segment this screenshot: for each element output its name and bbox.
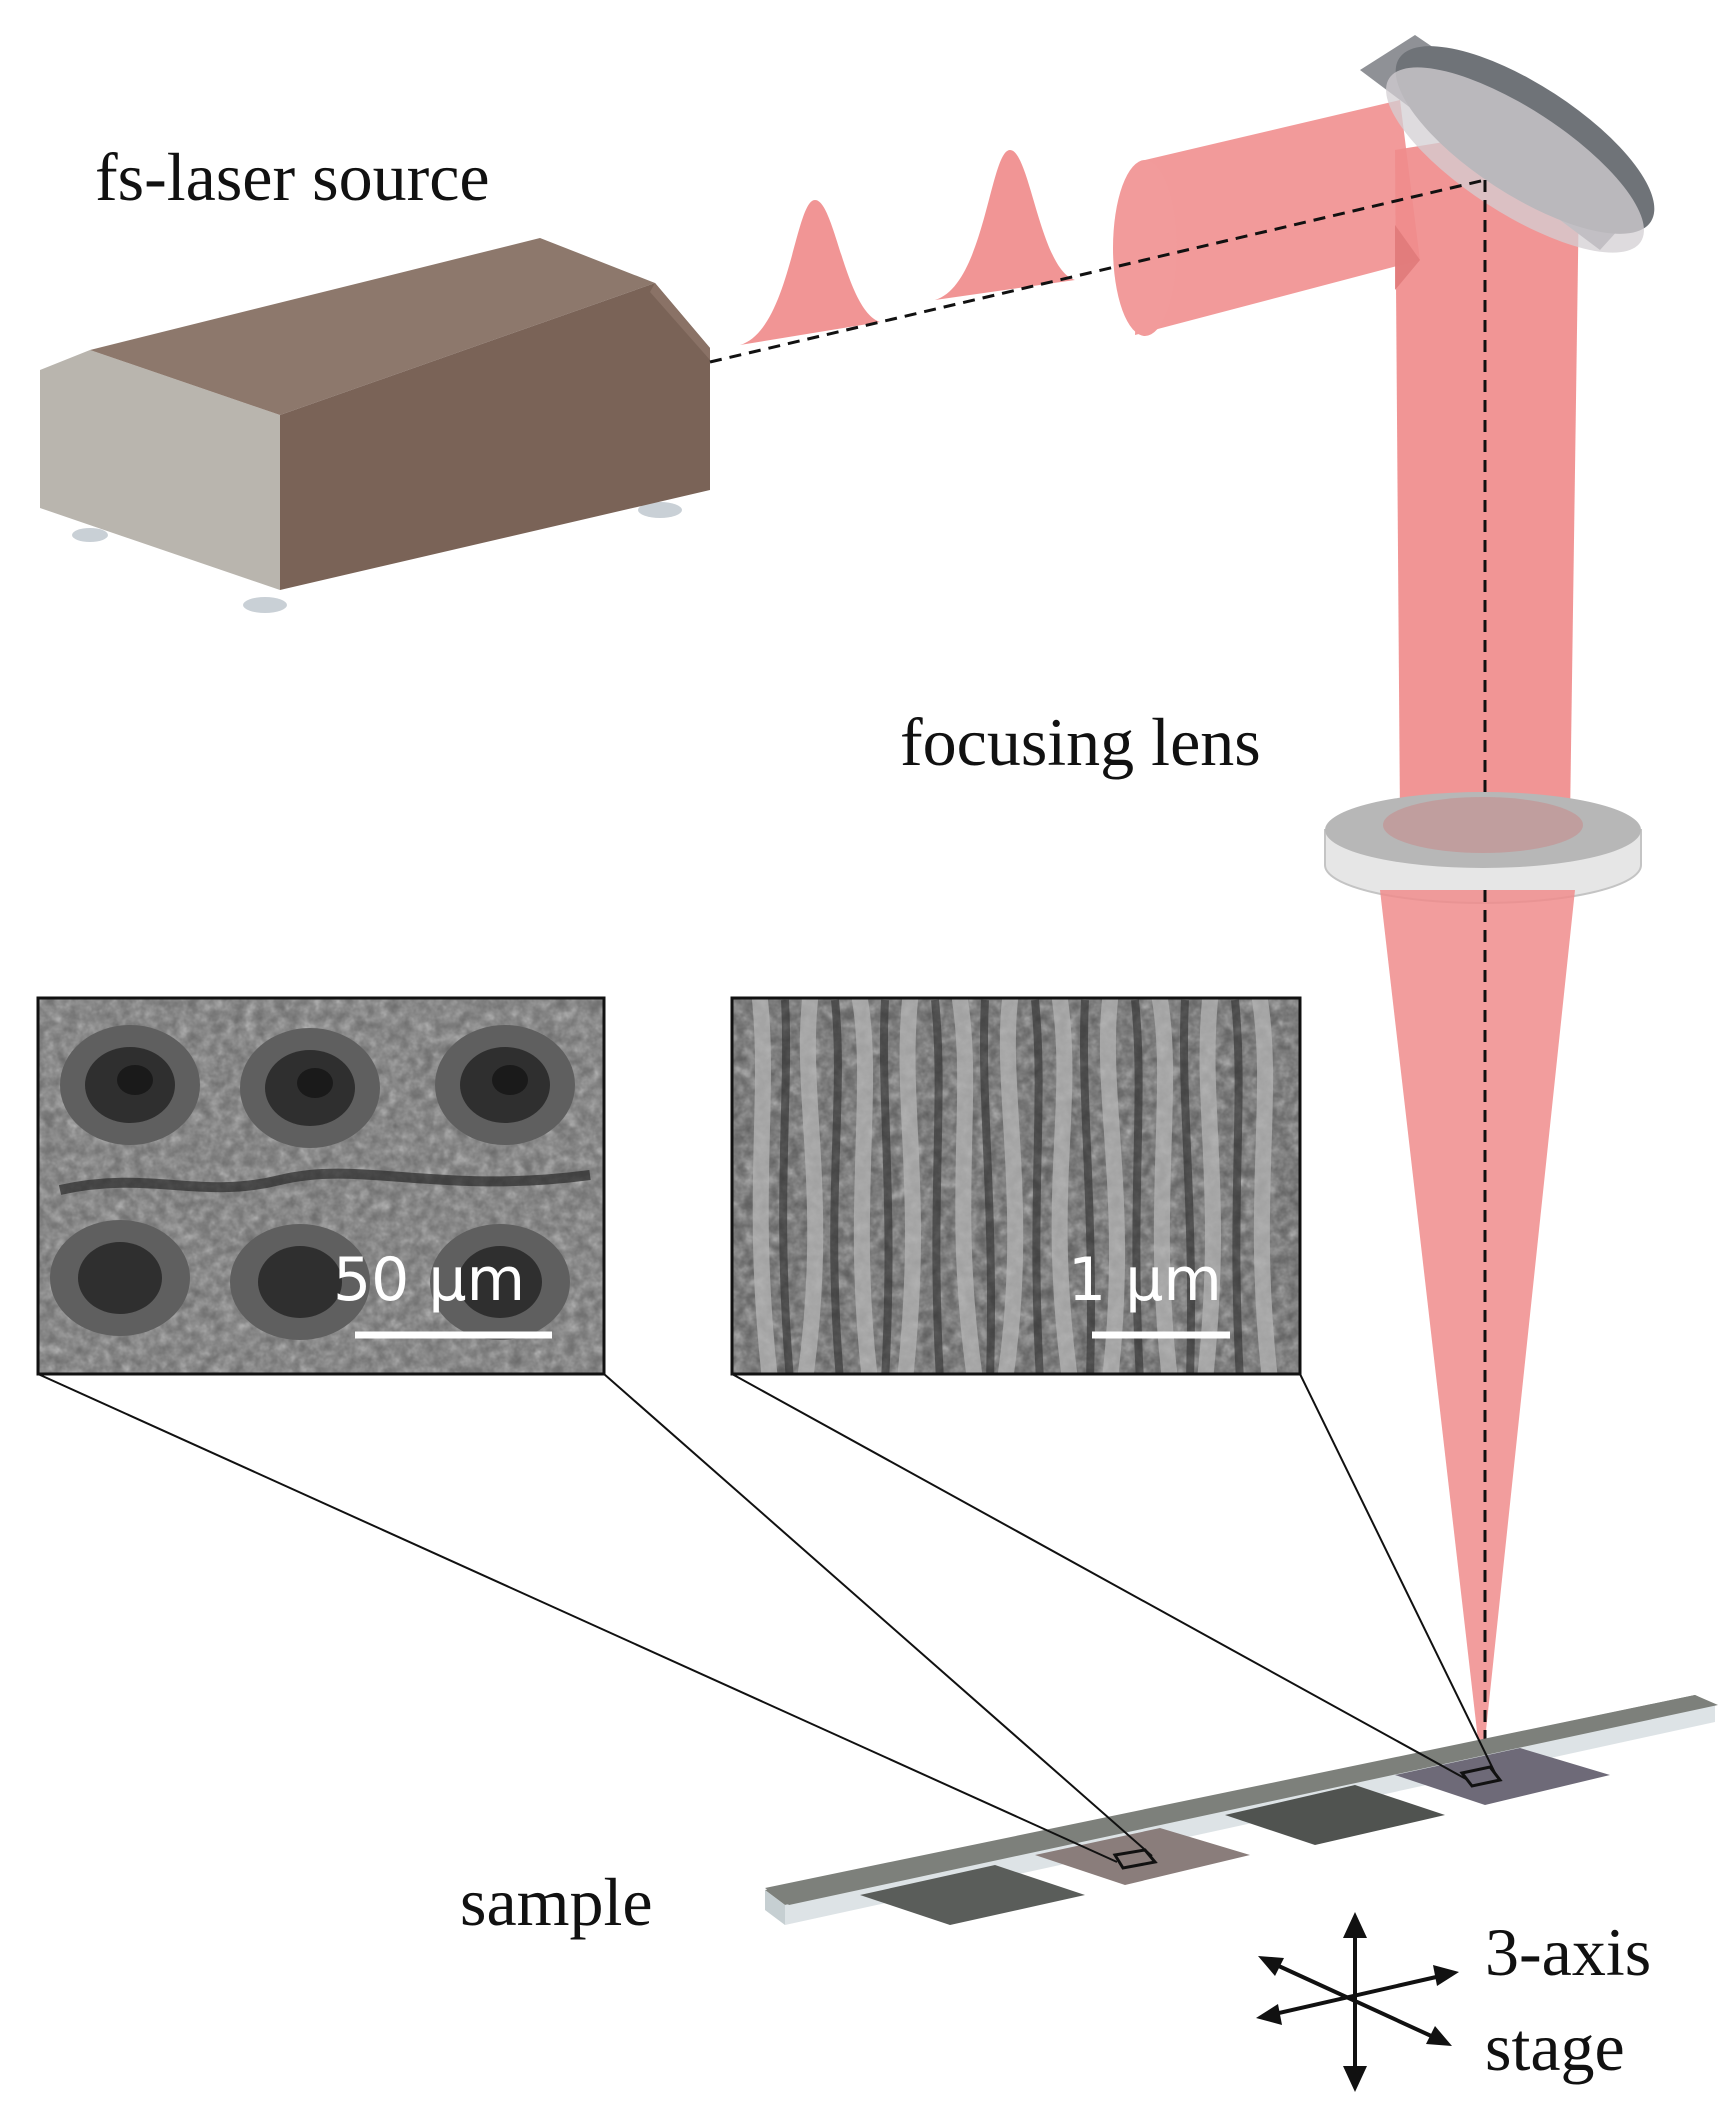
sample-plate (765, 1695, 1718, 1925)
sem-image-right: 1 µm (730, 996, 1302, 1376)
laser-box-top (90, 238, 655, 415)
beam-aperture (1113, 160, 1177, 336)
laser-box-end (40, 350, 280, 590)
laser-beam-vertical (1395, 120, 1580, 820)
laser-crater (230, 1224, 370, 1340)
laser-crater (430, 1224, 570, 1340)
label-stage-line1: 3-axis (1485, 1914, 1651, 1990)
laser-crater (435, 1025, 575, 1145)
laser-foot (72, 528, 108, 542)
sample-pad-1 (860, 1865, 1085, 1925)
laser-crater (240, 1028, 380, 1148)
laser-box-front (280, 283, 710, 590)
focused-beam-cone (1380, 890, 1575, 1740)
zoom-region-right (1459, 1765, 1503, 1788)
beam-path-dashed (709, 178, 1487, 1745)
gaussian-pulse-icon (935, 150, 1075, 300)
zoom-region-left (1112, 1848, 1158, 1870)
mirror-icon (1360, 35, 1655, 253)
laser-crater (60, 1025, 200, 1145)
scale-bar-label-left: 50 µm (333, 1245, 525, 1315)
laser-crater (50, 1220, 190, 1336)
sample-pad-3 (1225, 1785, 1445, 1845)
laser-foot (638, 502, 682, 518)
sample-pad-4 (1395, 1748, 1610, 1805)
gaussian-pulse-icon (740, 200, 880, 345)
three-axis-arrows-icon (1256, 1912, 1459, 2092)
label-focusing-lens: focusing lens (900, 704, 1261, 780)
lens-icon (1324, 792, 1642, 904)
laser-foot (243, 597, 287, 613)
nanoripple-ridges (752, 998, 1278, 1374)
sample-pad-2 (1035, 1828, 1250, 1885)
sem-image-left: 50 µm (36, 996, 606, 1376)
laser-beam-horizontal (1113, 100, 1420, 336)
label-stage-line2: stage (1485, 2009, 1625, 2085)
label-sample: sample (460, 1864, 653, 1940)
scale-bar-label-right: 1 µm (1068, 1245, 1222, 1315)
laser-box-chamfer (650, 283, 710, 360)
zoom-lines (37, 1373, 1497, 1863)
laser-source-box (40, 238, 710, 613)
label-laser-source: fs-laser source (95, 139, 490, 215)
